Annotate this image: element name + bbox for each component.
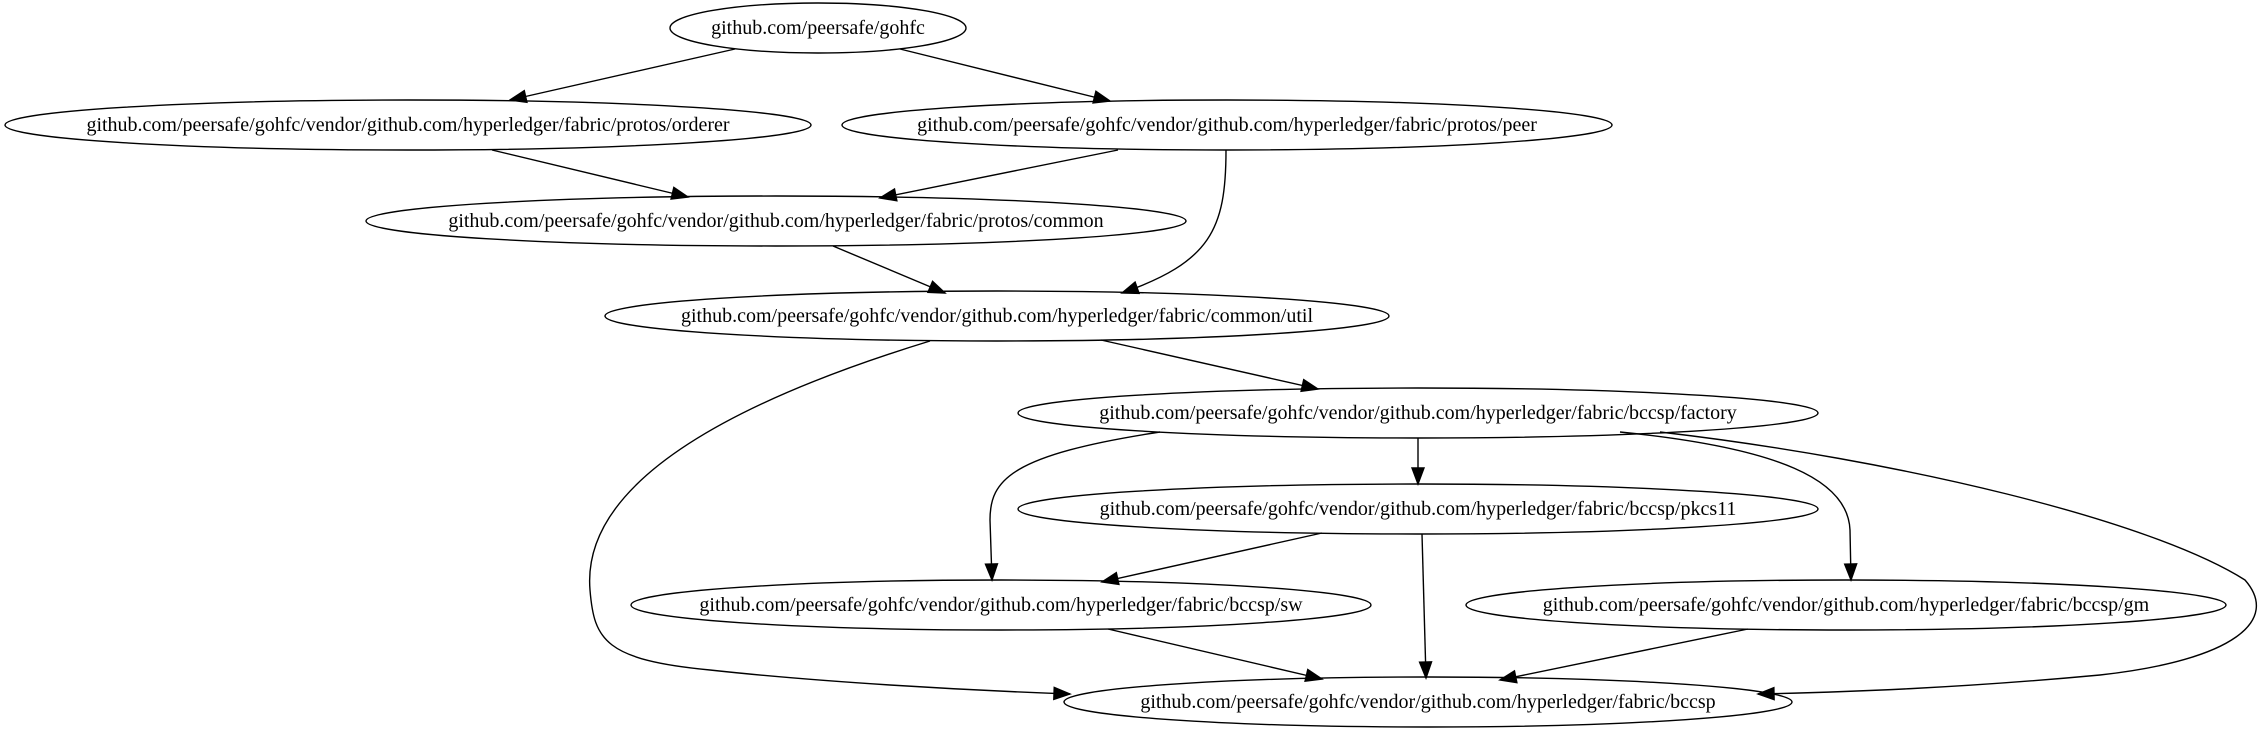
arrowhead: [1053, 686, 1072, 701]
edge-peer-to-common: [878, 149, 1119, 202]
edge-factory-to-pkcs11: [1410, 438, 1426, 486]
node-label: github.com/peersafe/gohfc/vendor/github.…: [681, 305, 1313, 327]
node-label: github.com/peersafe/gohfc/vendor/github.…: [1140, 691, 1715, 713]
edges-layer: [491, 48, 2257, 701]
node-common[interactable]: github.com/peersafe/gohfc/vendor/github.…: [365, 195, 1187, 247]
edge-line: [1121, 149, 1227, 294]
edge-line: [1107, 628, 1323, 680]
edge-line: [1659, 431, 2257, 695]
node-ellipse: [1063, 676, 1793, 728]
arrowhead: [878, 187, 898, 202]
edge-sw-to-bccsp: [1107, 628, 1324, 683]
nodes-layer: github.com/peersafe/gohfc github.com/peer…: [4, 2, 2227, 728]
node-label: github.com/peersafe/gohfc/vendor/github.…: [917, 114, 1537, 136]
edge-common-to-util: [832, 245, 947, 294]
edge-gohfc-to-peer: [899, 48, 1112, 104]
edge-gohfc-to-orderer: [508, 48, 736, 104]
node-orderer[interactable]: github.com/peersafe/gohfc/vendor/github.…: [4, 99, 812, 151]
edge-util-to-bccsp: [589, 340, 1072, 701]
node-gm[interactable]: github.com/peersafe/gohfc/vendor/github.…: [1465, 579, 2227, 631]
edge-line: [589, 340, 1071, 695]
edge-factory-to-gm: [1619, 431, 1858, 582]
node-label: github.com/peersafe/gohfc/vendor/github.…: [699, 594, 1303, 616]
node-bccsp[interactable]: github.com/peersafe/gohfc/vendor/github.…: [1063, 676, 1793, 728]
node-label: github.com/peersafe/gohfc/vendor/github.…: [1099, 402, 1737, 424]
node-factory[interactable]: github.com/peersafe/gohfc/vendor/github.…: [1017, 387, 1819, 439]
edge-line: [1101, 532, 1323, 583]
arrowhead: [1120, 280, 1141, 295]
edge-line: [879, 149, 1119, 199]
arrowhead: [1843, 563, 1858, 582]
node-label: github.com/peersafe/gohfc/vendor/github.…: [448, 210, 1103, 232]
arrowhead: [1410, 467, 1426, 486]
edge-line: [1499, 628, 1749, 681]
edge-pkcs11-to-sw: [1100, 532, 1323, 586]
arrowhead: [1304, 668, 1324, 683]
edge-line: [832, 245, 946, 294]
arrowhead: [926, 280, 947, 294]
edge-line: [1421, 533, 1427, 679]
edge-pkcs11-to-bccsp: [1418, 533, 1433, 680]
edge-factory-to-bccsp: [1659, 431, 2257, 701]
node-label: github.com/peersafe/gohfc: [711, 17, 925, 39]
node-pkcs11[interactable]: github.com/peersafe/gohfc/vendor/github.…: [1017, 483, 1819, 535]
node-ellipse: [841, 99, 1613, 151]
node-gohfc[interactable]: github.com/peersafe/gohfc: [669, 2, 967, 54]
edge-orderer-to-common: [491, 149, 690, 200]
arrowhead: [1498, 669, 1518, 684]
arrowhead: [984, 563, 999, 582]
edge-peer-to-util: [1120, 149, 1227, 295]
node-ellipse: [1465, 579, 2227, 631]
node-ellipse: [669, 2, 967, 54]
node-ellipse: [1017, 387, 1819, 439]
node-peer[interactable]: github.com/peersafe/gohfc/vendor/github.…: [841, 99, 1613, 151]
edge-line: [491, 149, 689, 198]
edge-line: [1100, 339, 1319, 390]
node-ellipse: [604, 290, 1390, 342]
node-ellipse: [630, 579, 1372, 631]
node-ellipse: [4, 99, 812, 151]
node-label: github.com/peersafe/gohfc/vendor/github.…: [1543, 594, 2150, 616]
node-label: github.com/peersafe/gohfc/vendor/github.…: [86, 114, 729, 136]
edge-line: [989, 431, 1161, 581]
arrowhead: [1418, 661, 1433, 680]
edge-gm-to-bccsp: [1498, 628, 1749, 684]
edge-line: [1619, 431, 1852, 581]
arrowhead: [1092, 90, 1112, 104]
node-ellipse: [365, 195, 1187, 247]
node-sw[interactable]: github.com/peersafe/gohfc/vendor/github.…: [630, 579, 1372, 631]
node-label: github.com/peersafe/gohfc/vendor/github.…: [1100, 498, 1737, 520]
edge-util-to-factory: [1100, 339, 1320, 393]
edge-line: [509, 48, 736, 101]
arrowhead: [1100, 571, 1120, 586]
node-util[interactable]: github.com/peersafe/gohfc/vendor/github.…: [604, 290, 1390, 342]
node-ellipse: [1017, 483, 1819, 535]
edge-factory-to-sw: [984, 431, 1161, 582]
edge-line: [899, 48, 1111, 102]
